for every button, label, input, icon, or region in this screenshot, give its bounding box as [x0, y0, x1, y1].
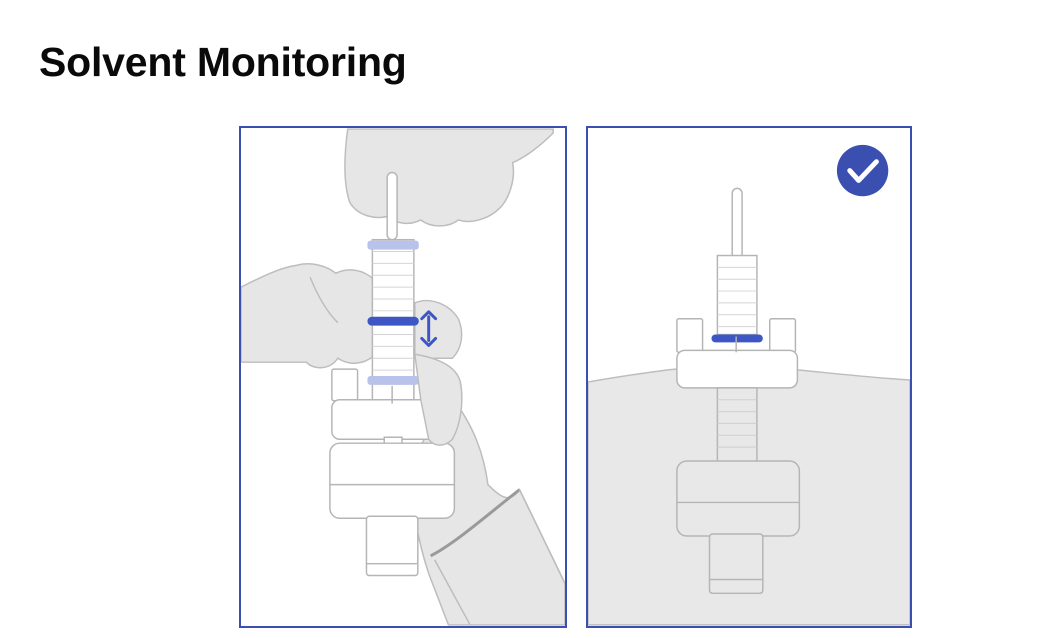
marker-ring-active: [711, 334, 763, 343]
sensor-base: [365, 515, 419, 577]
correct-float-illustration: [588, 144, 910, 626]
right-thumb: [414, 299, 463, 359]
sensor-base: [708, 533, 764, 595]
right-fingers: [413, 353, 463, 446]
float-housing-upper: [676, 317, 799, 389]
top-glove: [344, 128, 554, 227]
submerged-stem: [716, 387, 758, 464]
checkmark-circle-icon: [836, 144, 889, 197]
left-glove: [241, 263, 375, 369]
threaded-stem: [716, 254, 758, 336]
marker-ring-faded-bottom: [367, 376, 419, 385]
float-housing-lower: [329, 442, 456, 519]
adjust-marker-illustration: [241, 128, 565, 626]
adjust-marker-illustration-panel: [239, 126, 567, 628]
left-glove-finger-line: [309, 276, 339, 324]
double-headed-vertical-arrow-icon: [420, 310, 438, 347]
page-title: Solvent Monitoring: [39, 39, 407, 85]
float-housing-lower: [676, 460, 801, 537]
correct-float-illustration-panel: [586, 126, 912, 628]
sleeve-line-2: [433, 559, 471, 626]
lower-glove-cuff: [429, 488, 521, 558]
probe-rod: [386, 171, 398, 241]
sleeve-line-1: [518, 489, 565, 584]
marker-ring-faded-top: [367, 240, 419, 250]
marker-ring-active: [367, 316, 419, 326]
probe-rod: [731, 187, 743, 261]
